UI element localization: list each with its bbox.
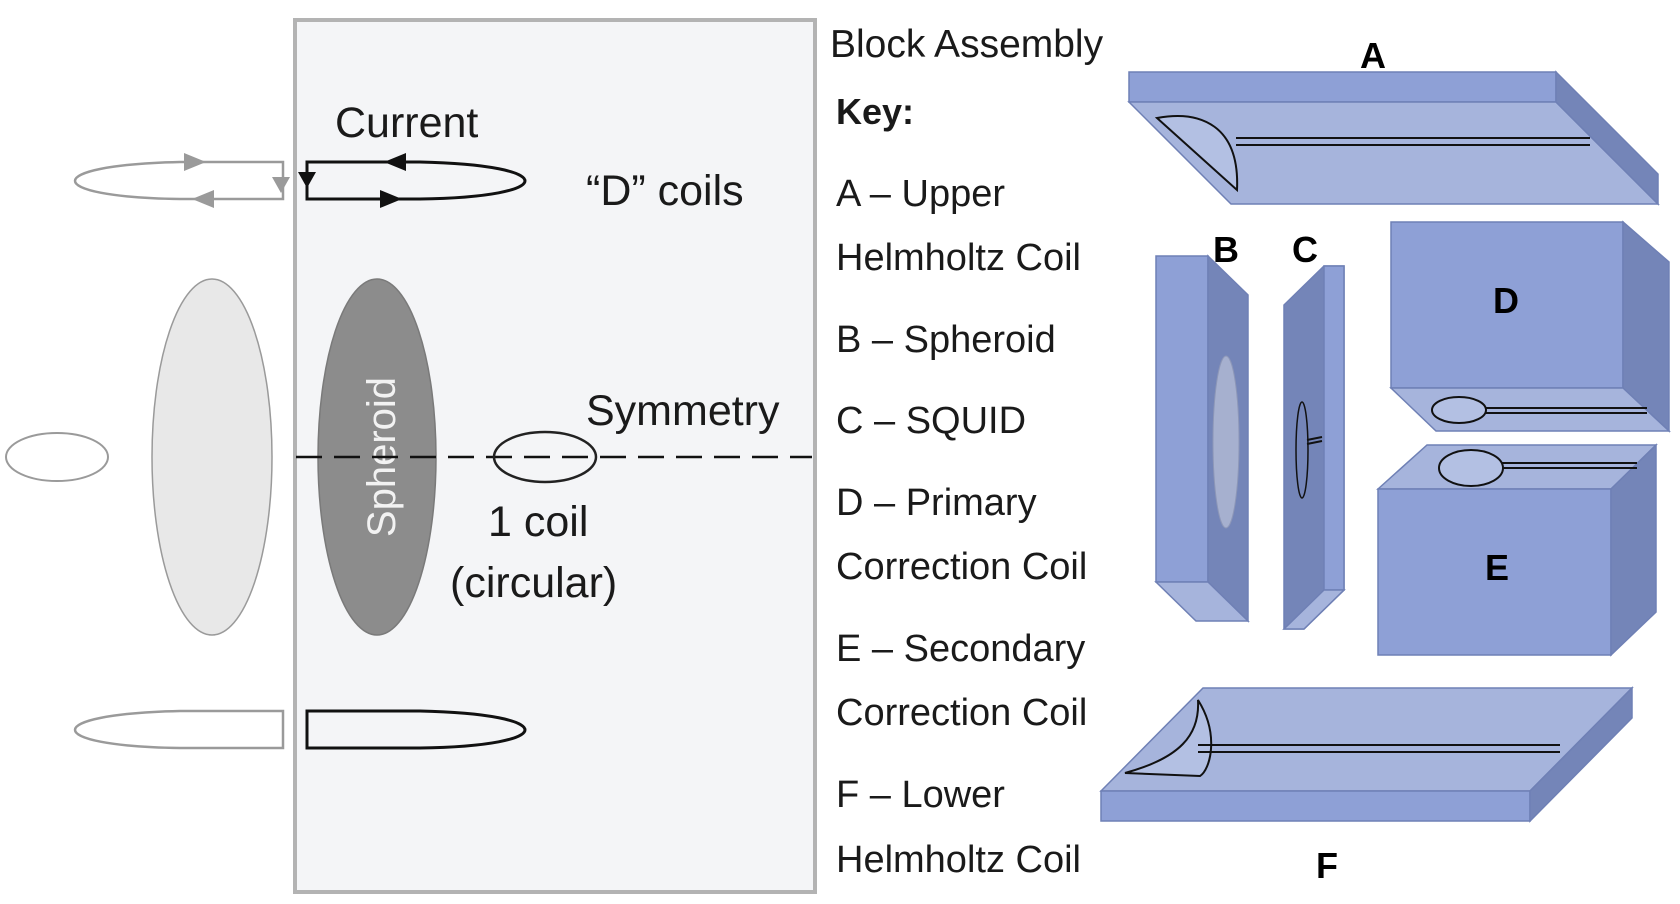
block-c-label: C (1292, 229, 1318, 270)
ghost-arrow-left (192, 190, 214, 208)
key-line-a2: Helmholtz Coil (836, 237, 1081, 279)
current-label: Current (335, 99, 478, 147)
block-b-label: B (1213, 229, 1239, 270)
ghost-upper-d-coil (73, 160, 285, 201)
d-coils-label: “D” coils (586, 167, 744, 215)
circular-label: (circular) (450, 559, 617, 607)
key-line-d1: D – Primary (836, 482, 1037, 524)
ghost-elements (5, 153, 290, 750)
one-coil-label: 1 coil (488, 498, 588, 546)
block-e (1376, 443, 1658, 657)
block-f (1099, 686, 1634, 823)
ghost-spheroid (151, 278, 273, 636)
block-a-label: A (1360, 35, 1386, 76)
ghost-small-coil (5, 432, 109, 482)
key-legend: Block Assembly Key: A – Upper Helmholtz … (830, 23, 1104, 881)
upper-d-coil (305, 160, 527, 201)
ghost-arrow-right (184, 153, 206, 171)
symmetry-label: Symmetry (586, 387, 780, 435)
key-line-f2: Helmholtz Coil (836, 839, 1081, 881)
block-c (1282, 265, 1346, 630)
block-d-label: D (1493, 280, 1519, 321)
ghost-lower-d-coil (73, 709, 285, 750)
key-line-c: C – SQUID (836, 400, 1026, 442)
current-arrow-down (298, 172, 316, 188)
current-arrow-right (380, 190, 402, 208)
key-line-b: B – Spheroid (836, 319, 1056, 361)
block-b (1154, 254, 1250, 623)
circular-coil (492, 430, 598, 484)
block-assembly-heading: Block Assembly (830, 23, 1104, 66)
key-line-a1: A – Upper (836, 173, 1005, 215)
ghost-arrow-down (272, 177, 290, 193)
key-line-d2: Correction Coil (836, 546, 1087, 588)
block-d (1389, 220, 1671, 433)
current-arrow-left (384, 153, 406, 171)
block-f-label: F (1316, 845, 1338, 886)
block-a (1127, 70, 1660, 206)
key-line-f1: F – Lower (836, 774, 1005, 816)
key-label: Key: (836, 91, 914, 132)
key-line-e1: E – Secondary (836, 628, 1085, 670)
key-line-e2: Correction Coil (836, 692, 1087, 734)
lower-d-coil (305, 709, 527, 750)
block-e-label: E (1485, 547, 1509, 588)
